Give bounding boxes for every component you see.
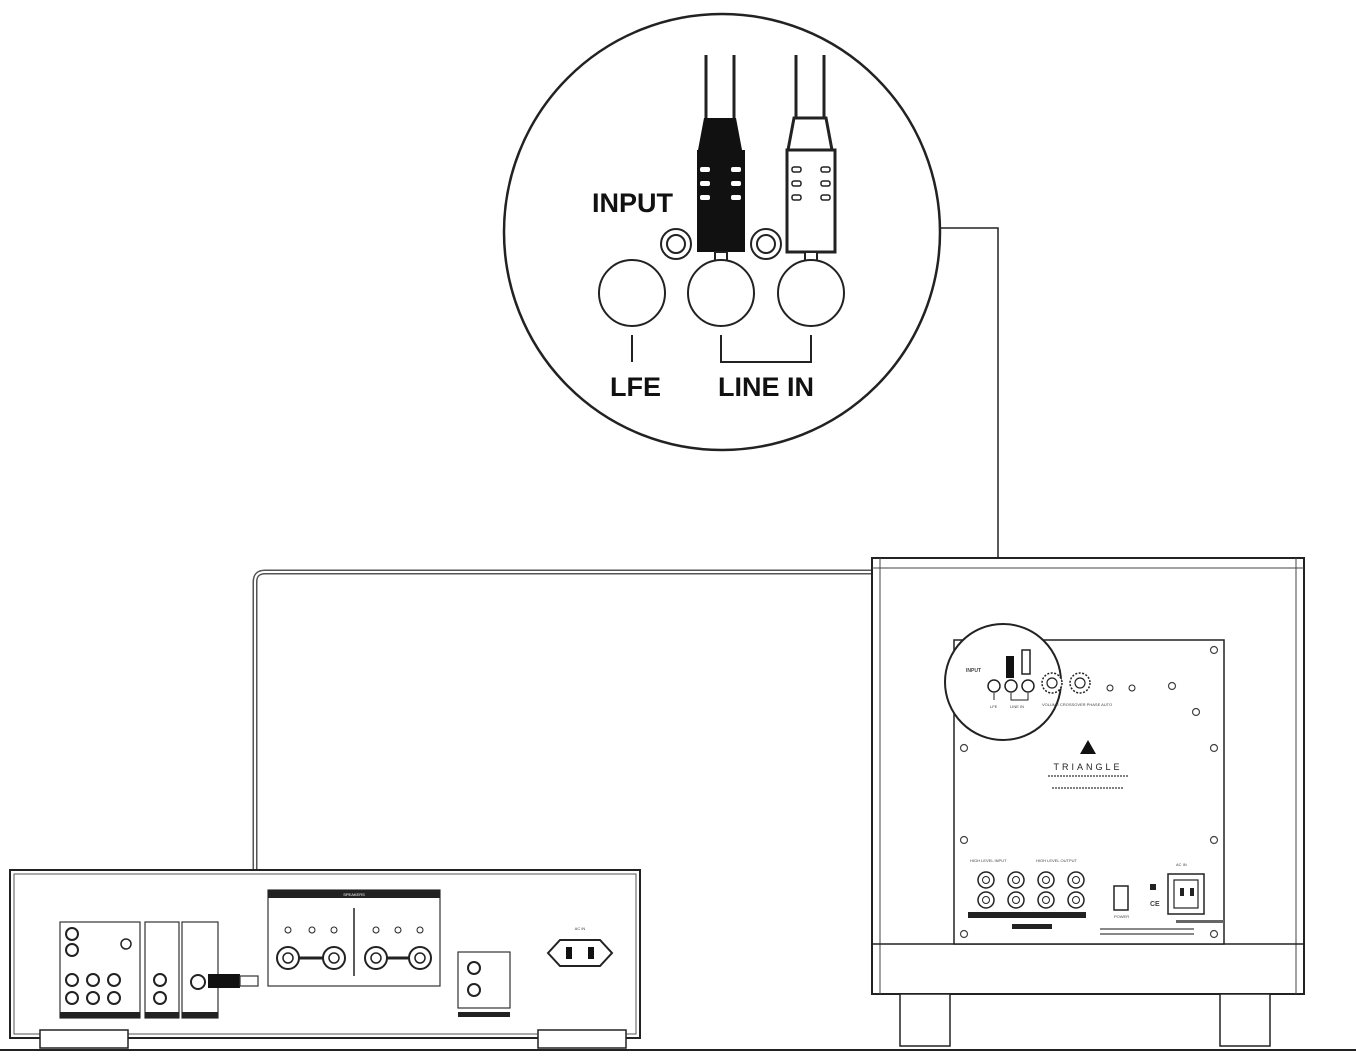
white-rca-plug [785,148,837,254]
subwoofer-foot-left [899,993,951,1047]
amplifier-foot-left [39,1029,129,1049]
triangle-logo-icon [1080,740,1096,754]
panel-power-label: POWER [1114,914,1129,919]
line-in-left-jack [687,259,755,327]
amplifier: SPEAKERS AC IN [9,869,641,1049]
lfe-jack [598,259,666,327]
zoom-lfe-label: LFE [610,372,661,402]
amplifier-ac-socket [546,939,614,967]
panel-line-in-label: LINE IN [1010,704,1024,709]
line-in-right-jack [777,259,845,327]
amplifier-rca-plug [208,974,240,988]
amplifier-speakers-label: SPEAKERS [343,892,365,897]
amplifier-foot-right [537,1029,627,1049]
white-rca-cable [785,55,837,273]
amplifier-sub-out-jack [190,974,206,990]
zoom-line-in-label: LINE IN [718,372,814,402]
panel-brand-name: TRIANGLE [1053,762,1122,772]
black-rca-plug [697,150,745,252]
panel-high-level-input-label: HIGH LEVEL INPUT [970,858,1007,863]
zoom-input-label: INPUT [592,188,674,218]
panel-ac-in-label: AC IN [1176,862,1187,867]
zoom-leader-line [940,227,999,632]
subwoofer-foot-right [1219,993,1271,1047]
subwoofer: INPUT LFE LINE IN VOLUME CROSSOVER PHASE… [871,557,1305,1047]
panel-controls-label: VOLUME CROSSOVER PHASE AUTO [1042,702,1112,707]
panel-input-label: INPUT [966,668,981,674]
zoom-detail: INPUT LFE LINE IN [502,12,999,632]
power-switch [1113,885,1129,911]
panel-lfe-label: LFE [990,704,998,709]
svg-text:CE: CE [1150,901,1160,908]
panel-high-level-output-label: HIGH LEVEL OUTPUT [1036,858,1078,863]
amplifier-ac-in-label: AC IN [575,926,586,931]
